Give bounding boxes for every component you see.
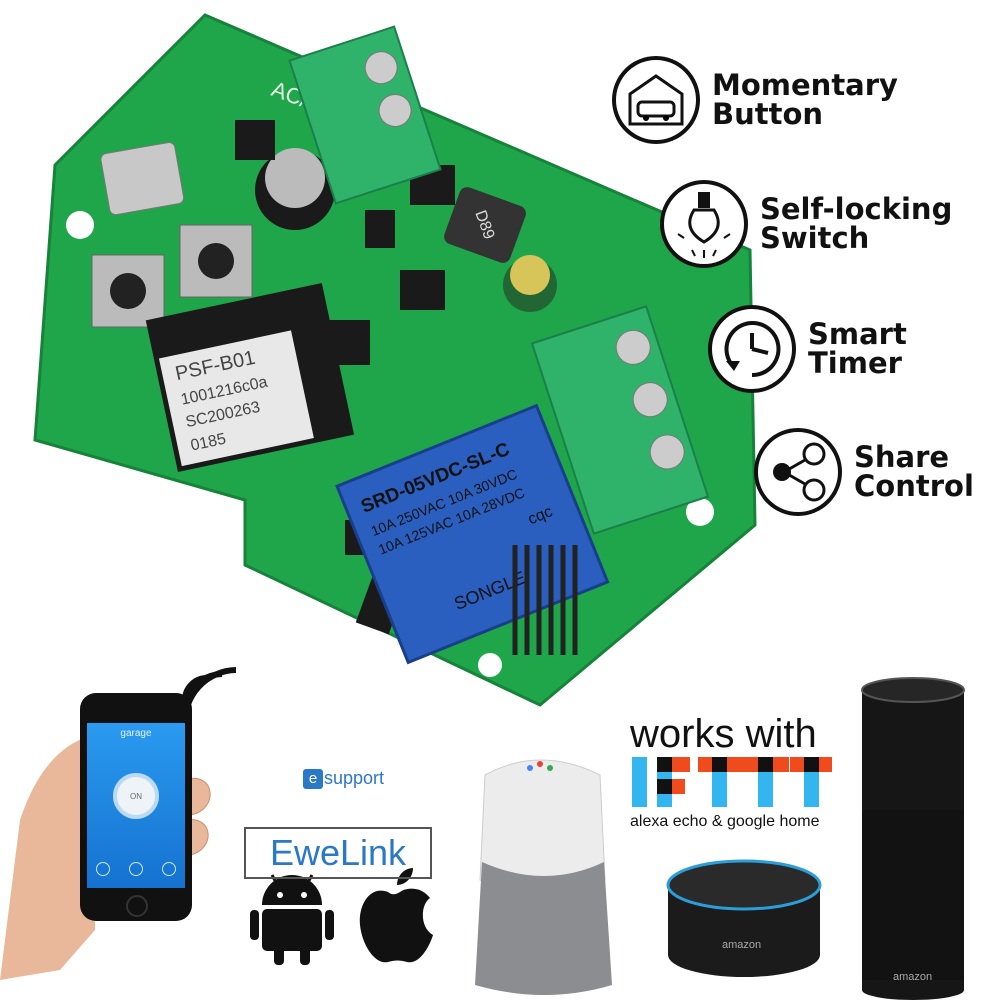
light-bulb-icon bbox=[660, 180, 748, 268]
usb-port bbox=[100, 141, 185, 216]
esupport-text: support bbox=[324, 768, 385, 788]
echo-dot-brand: amazon bbox=[722, 939, 761, 951]
clock-icon bbox=[708, 305, 796, 393]
google-home-speaker bbox=[475, 759, 612, 995]
feature-title: Smart bbox=[808, 317, 907, 351]
mount-hole bbox=[686, 498, 714, 526]
phone-screen: garage ON bbox=[87, 723, 185, 888]
smartphone: garage ON bbox=[80, 693, 192, 921]
esupport-e: e bbox=[303, 769, 323, 789]
on-button-label: ON bbox=[130, 791, 142, 801]
ewelink-logo: EweLink bbox=[244, 827, 432, 879]
ifttt-logo bbox=[632, 757, 832, 807]
echo-dot-speaker: amazon bbox=[666, 859, 822, 977]
android-icon bbox=[250, 874, 334, 965]
garage-car-icon bbox=[612, 56, 700, 144]
antenna-spring bbox=[512, 545, 578, 655]
feature-title: Button bbox=[712, 97, 824, 131]
app-title: garage bbox=[120, 728, 152, 739]
timer-icon[interactable] bbox=[128, 862, 143, 876]
echo-speaker: amazon bbox=[861, 677, 965, 1000]
feature-title: Timer bbox=[808, 346, 902, 380]
ifttt-heading: works with bbox=[630, 712, 817, 756]
feature-title: Momentary bbox=[712, 68, 898, 102]
share-icon[interactable] bbox=[96, 862, 111, 876]
hand bbox=[0, 735, 95, 980]
share-icon bbox=[754, 428, 842, 516]
wifi-signal-icon bbox=[181, 667, 237, 725]
schedule-icon[interactable] bbox=[161, 862, 176, 876]
apple-icon bbox=[359, 868, 433, 963]
feature-title: Control bbox=[854, 469, 974, 503]
terminal-block-top bbox=[288, 25, 442, 205]
home-button bbox=[126, 895, 148, 917]
echo-brand: amazon bbox=[893, 971, 932, 983]
ewelink-brand: EweLink bbox=[269, 832, 407, 873]
on-button[interactable]: ON bbox=[113, 773, 159, 819]
feature-title: Self-locking bbox=[760, 192, 953, 226]
feature-title: Switch bbox=[760, 221, 870, 255]
mount-hole bbox=[66, 211, 94, 239]
esupport-logo: e support bbox=[303, 768, 384, 789]
feature-title: Share bbox=[854, 440, 950, 474]
terminal-block-right bbox=[530, 305, 710, 535]
mount-hole bbox=[478, 653, 502, 677]
ifttt-tagline: alexa echo & google home bbox=[630, 813, 820, 830]
